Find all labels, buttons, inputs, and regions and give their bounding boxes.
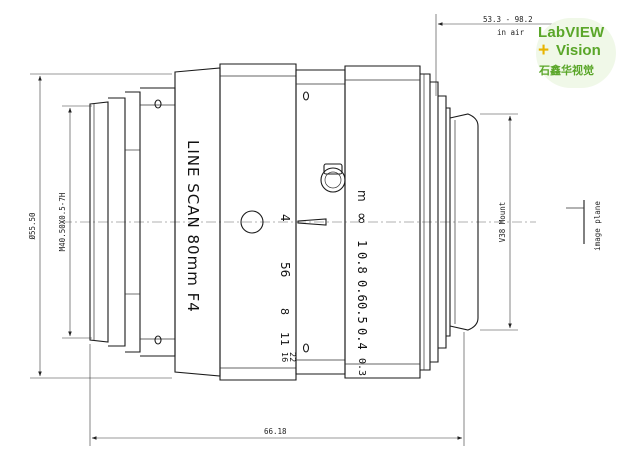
mount-label: V38 Mount	[498, 202, 507, 243]
aperture-mark: 16	[280, 352, 289, 362]
aperture-lock-knob	[240, 210, 264, 234]
flange-distance-dimension: 53.3 - 98.2 in air	[435, 14, 556, 96]
focus-ring	[344, 65, 439, 379]
focus-mark: 0.5	[355, 302, 369, 324]
aperture-mark: 11	[278, 332, 291, 346]
watermark-background	[536, 18, 616, 88]
lens-name-engraving: LINE SCAN 80mm F4	[184, 140, 202, 313]
watermark-line3: 石鑫华视觉	[539, 64, 594, 77]
outer-diameter-label: Ø55.50	[28, 212, 37, 240]
filter-thread-label: M40.50X0.5-7H	[58, 192, 67, 251]
focus-unit: m	[355, 190, 369, 202]
total-length-dimension: 66.18	[89, 332, 465, 446]
image-plane-marker: image plane	[566, 200, 602, 251]
focus-scale: m ∞ 1 0.8 0.6 0.5 0.4 0.3	[353, 190, 371, 376]
aperture-ring	[174, 63, 297, 381]
flange-medium-label: in air	[497, 28, 525, 37]
total-length-label: 66.18	[264, 427, 287, 436]
filter-thread-dimension: M40.50X0.5-7H	[58, 105, 92, 339]
labview-vision-watermark: LabVIEW + Vision 石鑫华视觉	[530, 18, 626, 88]
focus-mark: 0.3	[356, 358, 367, 376]
flange-distance-label: 53.3 - 98.2	[483, 15, 533, 24]
aperture-mark: 56	[278, 262, 292, 277]
watermark-plus-icon: +	[538, 40, 550, 61]
aperture-scale: 4 56 8 11 16 22	[278, 214, 297, 362]
aperture-mark: 22	[288, 352, 297, 362]
watermark-line2: Vision	[556, 42, 601, 59]
outer-diameter-dimension: Ø55.50	[28, 73, 172, 379]
aperture-mark: 8	[278, 308, 291, 315]
watermark-line1: LabVIEW	[538, 24, 605, 41]
focus-mark: 1	[355, 240, 369, 247]
focus-mark: 0.4	[355, 328, 369, 350]
focus-infinity-mark: ∞	[353, 212, 371, 225]
mount-dimension: V38 Mount	[480, 113, 518, 331]
focus-mark: 0.8	[355, 252, 369, 274]
focus-lock-screw	[320, 163, 346, 193]
image-plane-label: image plane	[593, 201, 602, 251]
focus-mark: 0.6	[355, 280, 369, 302]
aperture-mark: 4	[278, 214, 292, 222]
rear-mount	[438, 95, 479, 349]
